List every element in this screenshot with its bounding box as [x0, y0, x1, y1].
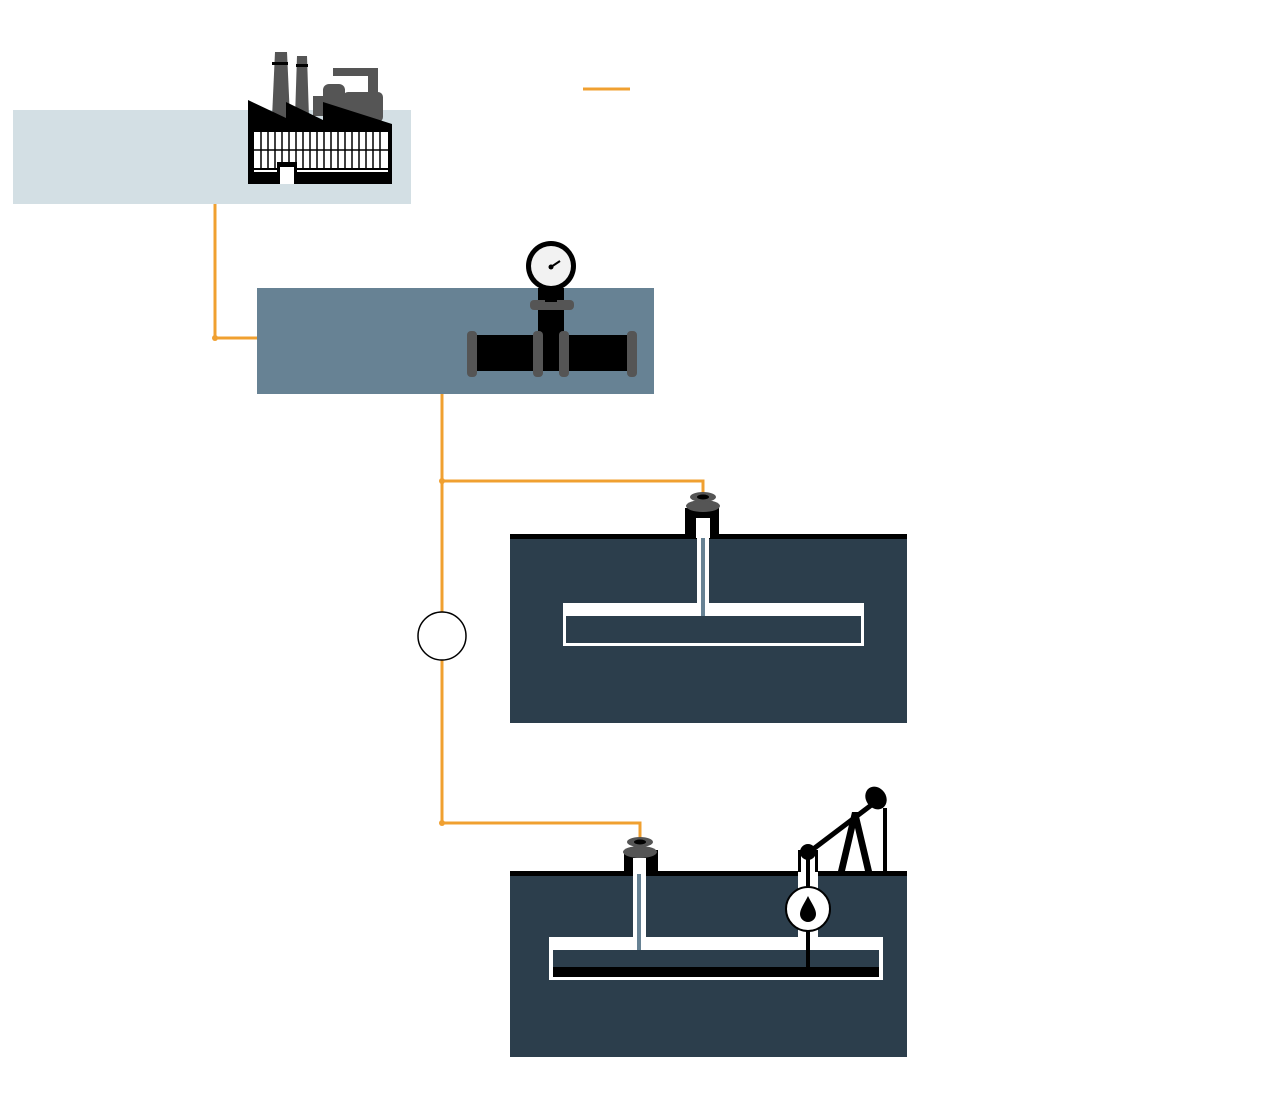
- pipe-with-pressure-gauge-icon: [467, 241, 637, 377]
- oil-pumpjack-icon: [798, 786, 887, 872]
- wellhead-icon: [623, 837, 658, 874]
- wellhead-icon: [685, 492, 720, 538]
- connector-lines: [213, 204, 705, 840]
- oil-drop-meter-icon: [785, 886, 831, 932]
- reservoir-empty: [510, 515, 907, 723]
- reservoir-with-oil: [510, 850, 907, 1057]
- compressor-node: [417, 611, 467, 661]
- factory-icon: [248, 52, 392, 184]
